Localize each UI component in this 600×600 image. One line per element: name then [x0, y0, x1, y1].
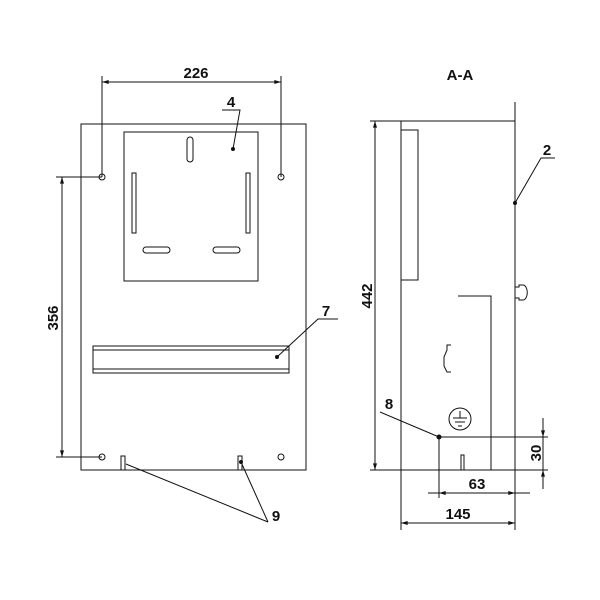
tab-left	[120, 455, 126, 471]
front-view: 226 356 4 7 9	[45, 65, 338, 525]
din-rail-profile	[443, 344, 451, 373]
dimension-63: 63	[469, 476, 486, 493]
callout-2: 2	[543, 142, 551, 159]
dimension-226: 226	[183, 65, 208, 82]
slot-bottom-right	[212, 246, 241, 254]
cabinet-back-panel	[80, 123, 307, 471]
mounting-plate-profile	[400, 129, 419, 281]
slot-left	[131, 172, 137, 234]
ground-symbol-icon	[448, 407, 472, 431]
callout-9: 9	[272, 508, 280, 525]
dimension-145: 145	[445, 506, 470, 523]
section-view-a-a: A-A 442 30 63 145	[359, 67, 555, 530]
callout-8: 8	[385, 396, 393, 413]
slot-bottom-left	[142, 246, 171, 254]
ground-bolt	[436, 434, 442, 440]
bracket	[458, 295, 492, 470]
callout-7: 7	[322, 303, 330, 320]
mount-hole-bottom-right	[277, 453, 285, 461]
dimension-442: 442	[359, 283, 376, 308]
slot-right	[245, 172, 251, 234]
slot-top	[186, 136, 194, 163]
door-knob	[515, 284, 528, 301]
meter-mounting-plate	[123, 131, 259, 282]
din-rail	[92, 345, 290, 374]
section-label: A-A	[447, 67, 474, 84]
callout-4: 4	[227, 94, 236, 111]
dimension-30: 30	[528, 445, 545, 462]
dimension-356: 356	[45, 305, 62, 330]
